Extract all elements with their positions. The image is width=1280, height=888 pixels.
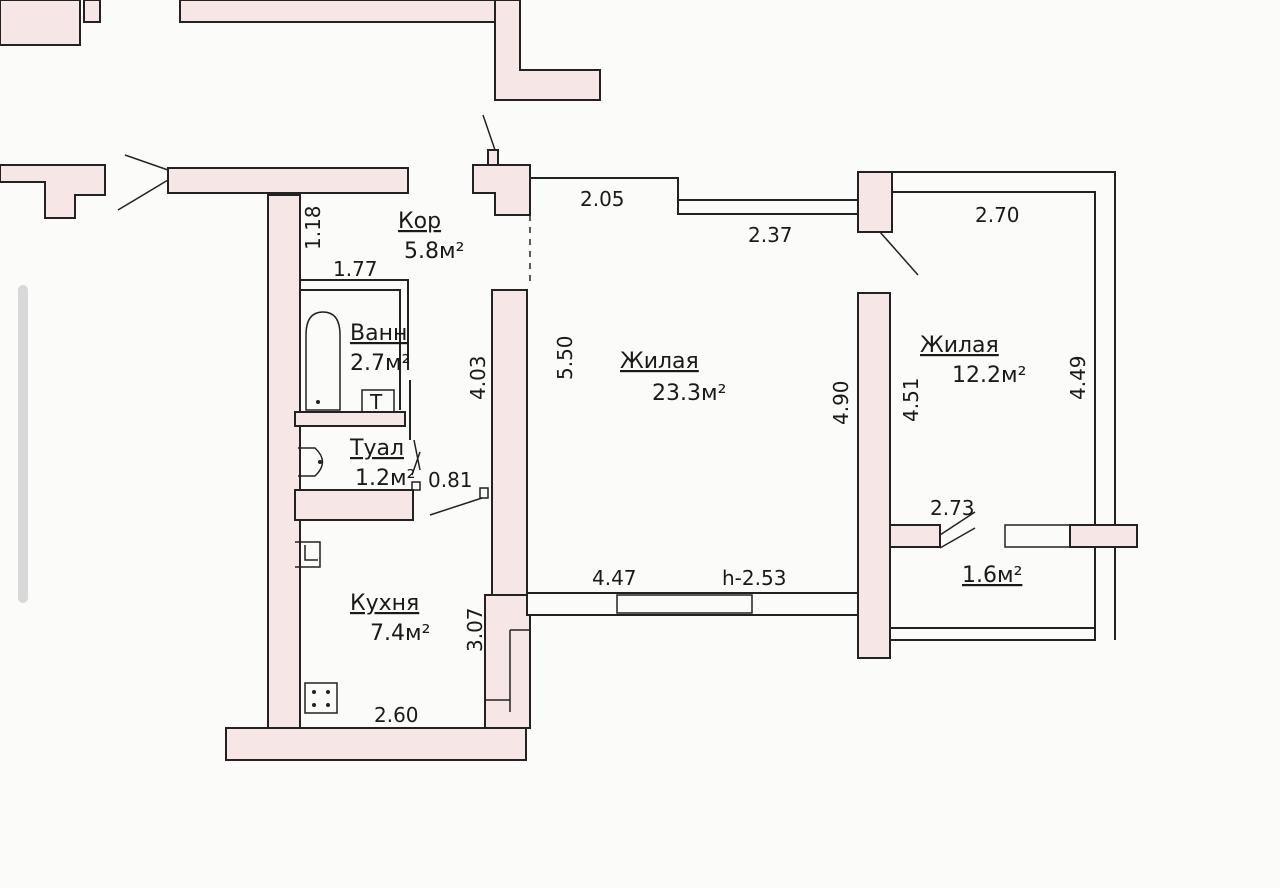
boiler-icon: [361, 389, 395, 413]
room-area-toilet: 1.2м²: [355, 466, 415, 491]
dim-2-60: 2.60: [374, 703, 419, 727]
dim-0-81: 0.81: [428, 468, 473, 492]
dim-4-47: 4.47: [592, 566, 637, 590]
dim-2-37: 2.37: [748, 223, 793, 247]
dim-1-18: 1.18: [301, 205, 325, 250]
dim-4-51: 4.51: [899, 377, 923, 422]
boiler-label: T: [369, 390, 383, 414]
room-area-kitchen: 7.4м²: [370, 621, 430, 646]
room-area-bath: 2.7м²: [350, 351, 410, 376]
room-area-living-second: 12.2м²: [952, 363, 1026, 388]
room-name-kitchen: Кухня: [350, 591, 419, 616]
door-swings: [117, 114, 976, 549]
dim-1-77: 1.77: [333, 257, 378, 281]
dim-5-50: 5.50: [553, 335, 577, 380]
room-area-living-main: 23.3м²: [652, 381, 726, 406]
scrollbar[interactable]: [18, 285, 28, 603]
dim-4-03: 4.03: [466, 355, 490, 400]
bathtub-icon: [305, 311, 341, 411]
fixtures: T: [295, 311, 395, 714]
dimensions: 1.18 1.77 4.03 0.81 3.07 2.60 2.05 2.37 …: [301, 187, 1090, 727]
dim-3-07: 3.07: [463, 607, 487, 652]
room-name-toilet: Туал: [349, 436, 404, 461]
dim-2-05: 2.05: [580, 187, 625, 211]
toilet-icon: [298, 447, 324, 477]
dim-4-90: 4.90: [829, 380, 853, 425]
walls: [0, 0, 1138, 761]
room-name-living-second: Жилая: [920, 333, 999, 358]
room-area-corridor: 5.8м²: [404, 239, 464, 264]
room-name-bath: Ванн: [350, 321, 407, 346]
room-name-living-main: Жилая: [620, 349, 699, 374]
sink-icon: [295, 541, 321, 568]
dim-4-49: 4.49: [1066, 355, 1090, 400]
room-area-balcony: 1.6м²: [962, 563, 1022, 588]
dim-2-70: 2.70: [975, 203, 1020, 227]
room-labels: Кор 5.8м² Ванн 2.7м² Туал 1.2м² Кухня 7.…: [349, 209, 1026, 646]
stove-icon: [304, 682, 338, 714]
dim-2-73: 2.73: [930, 496, 975, 520]
room-name-corridor: Кор: [398, 209, 441, 234]
ceiling-height: h-2.53: [722, 566, 786, 590]
